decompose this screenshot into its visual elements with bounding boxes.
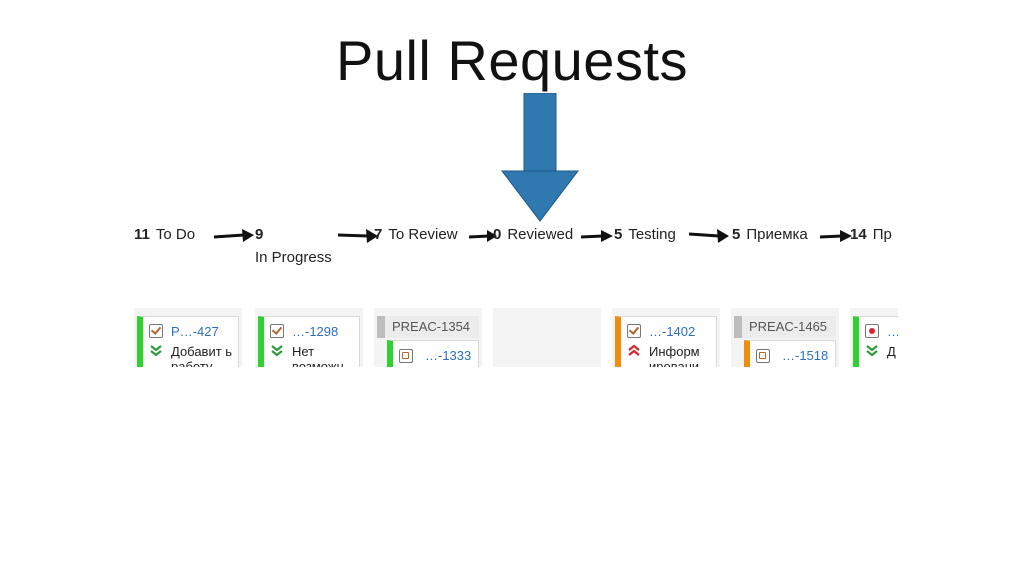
kanban-board: 11 To Do 9 In Progress 7 To Review 0 Review… [134, 212, 898, 367]
column-label: Reviewed [507, 226, 574, 243]
column-header-in-progress[interactable]: 9 In Progress [255, 226, 332, 266]
parent-key[interactable]: PREAC-1354 [392, 319, 471, 334]
column-priemka: PREAC-1465 …-1518 [731, 308, 839, 367]
issue-key[interactable]: …-1402 [649, 323, 696, 339]
column-sublabel: In Progress [255, 249, 332, 266]
column-header-next[interactable]: 14 Пр [850, 226, 892, 243]
subtask-icon [399, 348, 413, 363]
column-to-review: PREAC-1354 …-1333 [374, 308, 482, 367]
column-count: 14 [850, 226, 867, 243]
column-count: 11 [134, 226, 150, 243]
arrow-right-icon [469, 230, 497, 242]
issue-key[interactable]: …-1333 [425, 348, 472, 363]
column-header-reviewed[interactable]: 0 Reviewed [493, 226, 573, 243]
task-icon [149, 324, 163, 338]
column-count: 0 [493, 226, 502, 243]
slide-title: Pull Requests [335, 29, 688, 92]
issue-summary: Нет возможн [292, 344, 344, 367]
column-testing: …-1402 Информ ировани [612, 308, 720, 367]
group-indicator [734, 316, 742, 338]
column-next: … Д Н [850, 308, 898, 367]
arrow-right-icon [338, 229, 378, 243]
task-icon [270, 324, 284, 338]
issue-card[interactable]: …-1298 Нет возможн [258, 316, 360, 367]
arrow-down-icon [500, 93, 580, 222]
subtask-icon [756, 348, 770, 363]
column-header-testing[interactable]: 5 Testing [614, 226, 676, 243]
column-label: To Review [388, 226, 458, 243]
parent-group[interactable]: PREAC-1354 …-1333 [377, 316, 479, 367]
column-todo: P…-427 Добавит ь работу [134, 308, 242, 367]
column-label: To Do [155, 226, 196, 243]
column-count: 5 [732, 226, 741, 243]
parent-key[interactable]: PREAC-1465 [749, 319, 828, 334]
issue-card[interactable]: … Д Н [853, 316, 898, 367]
arrow-right-icon [214, 229, 254, 242]
column-count: 5 [614, 226, 623, 243]
arrow-right-icon [581, 230, 613, 242]
issue-key[interactable]: …-1298 [292, 323, 339, 339]
issue-summary: Добавит ь работу [171, 344, 233, 367]
subtask-card[interactable]: …-1518 [744, 340, 836, 367]
column-header-to-review[interactable]: 7 To Review [374, 226, 458, 243]
arrow-right-icon [689, 229, 729, 243]
column-label: Приемка [746, 226, 808, 243]
double-chevron-up-icon [628, 344, 640, 356]
double-chevron-down-icon [271, 345, 283, 357]
double-chevron-down-icon [866, 345, 878, 357]
column-label: Пр [872, 226, 892, 243]
issue-key[interactable]: …-1518 [782, 348, 829, 363]
double-chevron-down-icon [150, 345, 162, 357]
arrow-right-icon [820, 230, 852, 242]
group-indicator [377, 316, 385, 338]
issue-card[interactable]: P…-427 Добавит ь работу [137, 316, 239, 367]
column-header-priemka[interactable]: 5 Приемка [732, 226, 808, 243]
column-count: 7 [374, 226, 383, 243]
parent-group-header[interactable]: PREAC-1354 [377, 316, 479, 338]
column-label: Testing [628, 226, 676, 243]
parent-group-header[interactable]: PREAC-1465 [734, 316, 836, 338]
column-header-todo[interactable]: 11 To Do [134, 226, 195, 243]
issue-key[interactable]: … [887, 324, 898, 339]
issue-summary: Информ ировани [649, 344, 700, 367]
task-icon [627, 324, 641, 338]
column-in-progress: …-1298 Нет возможн [255, 308, 363, 367]
subtask-card[interactable]: …-1333 [387, 340, 479, 367]
issue-summary: Д Н [887, 344, 898, 359]
issue-card[interactable]: …-1402 Информ ировани [615, 316, 717, 367]
column-reviewed [493, 308, 601, 367]
column-count: 9 [255, 226, 264, 243]
issue-key[interactable]: P…-427 [171, 323, 219, 339]
parent-group[interactable]: PREAC-1465 …-1518 [734, 316, 836, 367]
bug-icon [865, 324, 879, 338]
